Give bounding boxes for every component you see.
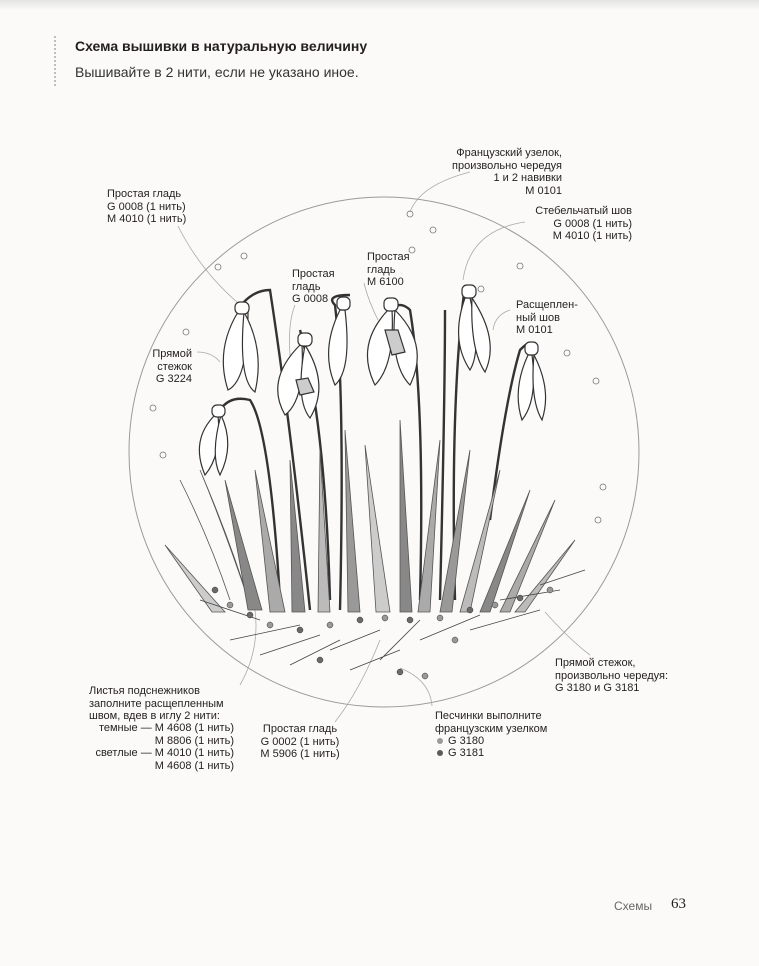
- ground-straight-stitches: [199, 569, 586, 671]
- label-straight-ground: Прямой стежок, произвольно чередуя: G 31…: [555, 657, 669, 694]
- legend-g3181: G 3181: [437, 747, 484, 760]
- label-leaves-dark: темные — M 4608 (1 нить) M 8806 (1 нить): [98, 722, 234, 747]
- page-subtitle: Вышивайте в 2 нити, если не указано иное…: [75, 64, 359, 80]
- dotted-rule: [54, 36, 56, 86]
- sand-dot-light-icon: [437, 738, 443, 745]
- leaves: [164, 419, 576, 613]
- footer-section: Схемы: [614, 899, 653, 913]
- legend-g3180: G 3180: [437, 735, 484, 748]
- label-satin-g0008: Простая гладь G 0008: [292, 268, 335, 305]
- legend-g3181-text: G 3181: [448, 747, 485, 759]
- snowdrop-flowers: [198, 284, 547, 477]
- label-satin-top-left: Простая гладь G 0008 (1 нить) M 4010 (1 …: [107, 188, 187, 225]
- page-number: 63: [671, 896, 686, 912]
- label-straight-g3224: Прямой стежок G 3224: [152, 348, 192, 385]
- sand-french-knots: [211, 586, 554, 680]
- label-satin-bottom: Простая гладь G 0002 (1 нить) M 5906 (1 …: [260, 723, 340, 760]
- label-leaves: Листья подснежников заполните расщепленн…: [89, 685, 224, 722]
- label-stem-stitch: Стебельчатый шов G 0008 (1 нить) M 4010 …: [535, 205, 632, 242]
- sky-french-knots: [149, 210, 607, 524]
- legend-g3180-text: G 3180: [448, 735, 485, 747]
- label-split-stitch: Расщеплен- ный шов M 0101: [516, 299, 578, 336]
- sand-dot-dark-icon: [437, 750, 443, 757]
- label-leaves-light: светлые — M 4010 (1 нить) M 4608 (1 нить…: [95, 747, 234, 772]
- hoop-circle: [128, 196, 640, 708]
- page-top-shadow: [0, 0, 759, 10]
- label-sand: Песчинки выполните французским узелком: [435, 710, 548, 735]
- label-french-knot: Французский узелок, произвольно чередуя …: [452, 147, 562, 197]
- page-title: Схема вышивки в натуральную величину: [75, 38, 368, 54]
- label-satin-m6100: Простая гладь M 6100: [367, 251, 410, 288]
